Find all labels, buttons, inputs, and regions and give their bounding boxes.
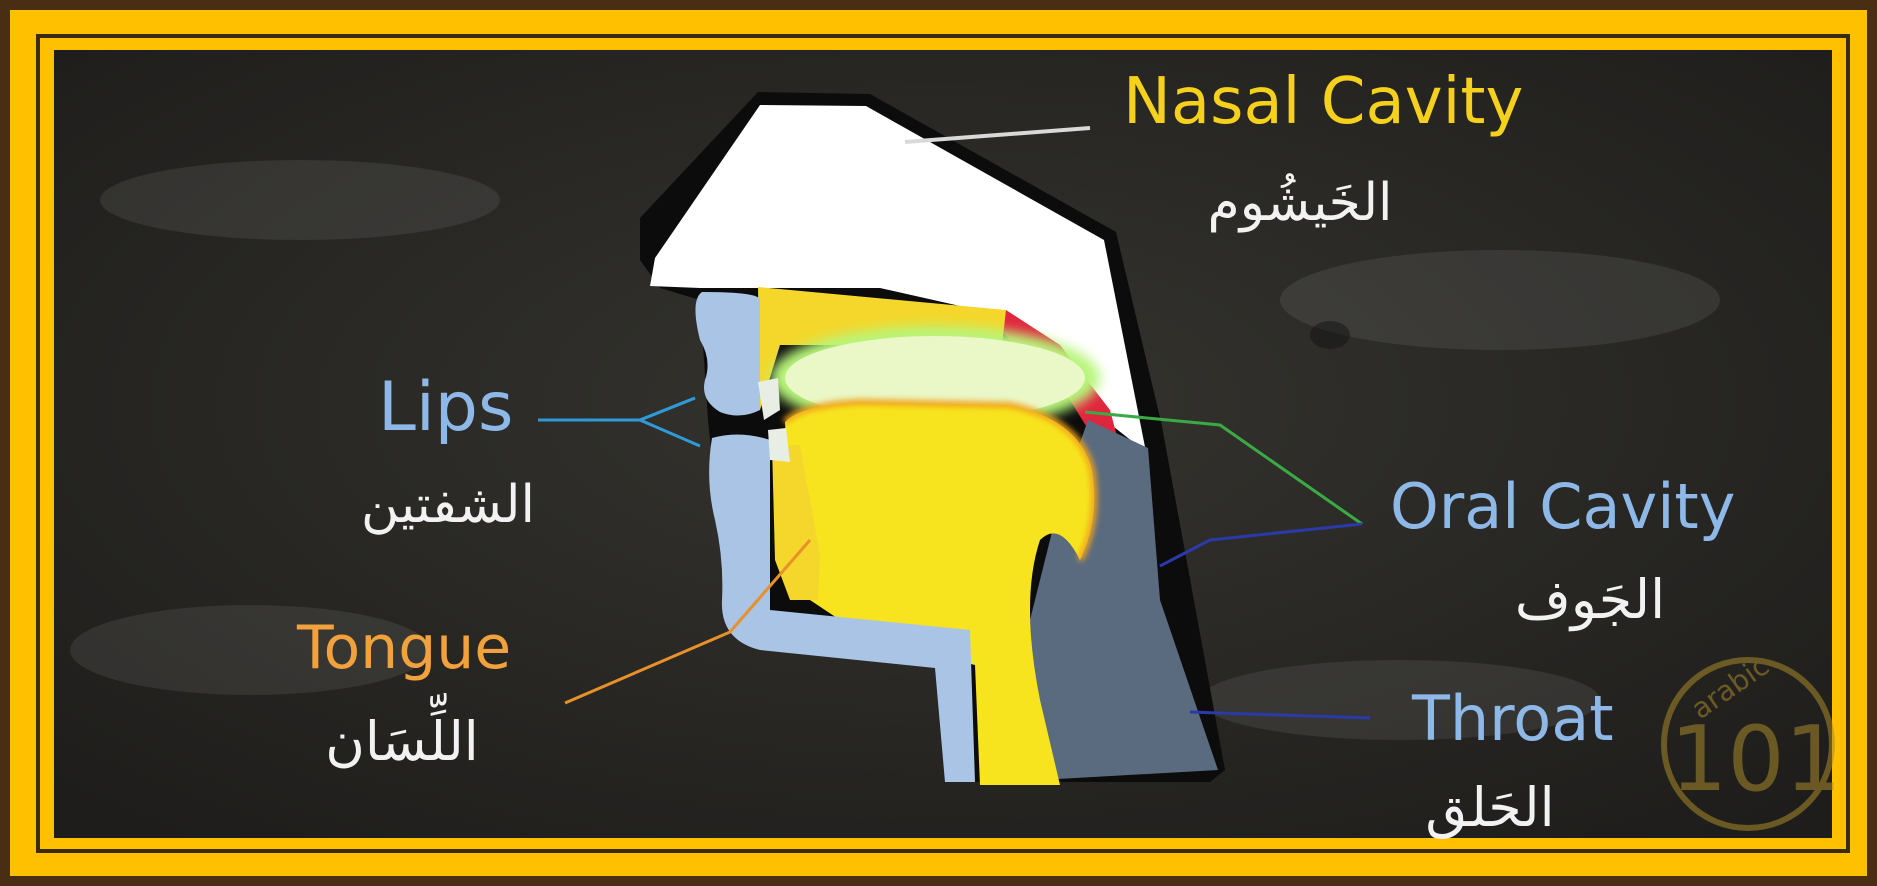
- nasal-cavity-arabic-label: الخَيشُوم: [1208, 173, 1393, 233]
- throat-label: Throat: [1411, 682, 1614, 755]
- lips-arabic-label: الشفتين: [361, 475, 535, 535]
- tongue-label: Tongue: [296, 613, 511, 683]
- throat-arabic-label: الحَلق: [1425, 776, 1554, 840]
- nasal-cavity-label: Nasal Cavity: [1123, 65, 1523, 139]
- lips-label: Lips: [378, 368, 513, 447]
- chalk-blot: [1310, 321, 1350, 349]
- oral-cavity-arabic-label: الجَوف: [1515, 568, 1665, 631]
- oral-cavity-label: Oral Cavity: [1390, 470, 1735, 543]
- logo-number: 101: [1670, 707, 1842, 812]
